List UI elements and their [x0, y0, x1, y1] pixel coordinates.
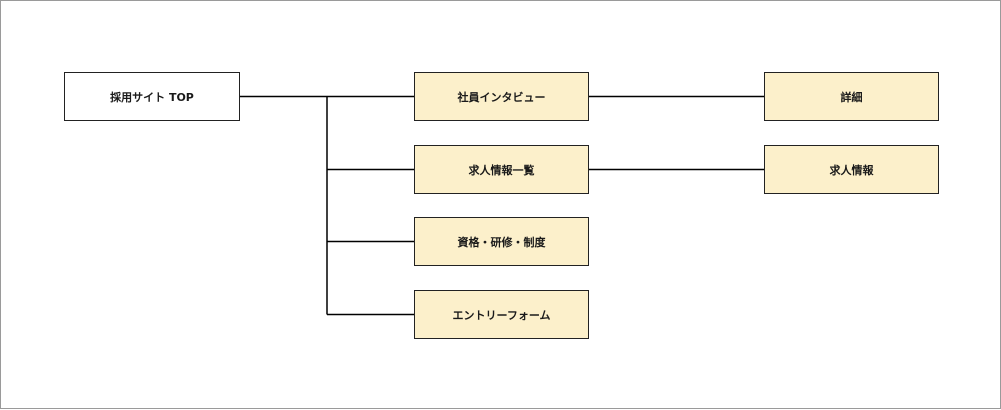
node-label: エントリーフォーム — [452, 308, 551, 322]
node-interview-detail[interactable]: 詳細 — [764, 72, 939, 121]
node-label: 求人情報一覧 — [468, 163, 535, 177]
node-job-list[interactable]: 求人情報一覧 — [414, 145, 589, 194]
node-employee-interview[interactable]: 社員インタビュー — [414, 72, 589, 121]
node-label: 詳細 — [840, 90, 863, 104]
node-recruit-top[interactable]: 採用サイト TOP — [64, 72, 240, 121]
node-job-info[interactable]: 求人情報 — [764, 145, 939, 194]
node-entry-form[interactable]: エントリーフォーム — [414, 290, 589, 339]
node-label: 資格・研修・制度 — [457, 235, 546, 249]
node-label: 社員インタビュー — [457, 90, 546, 104]
node-label: 求人情報 — [829, 163, 874, 177]
node-label: 採用サイト TOP — [110, 90, 194, 104]
node-qualifications-training[interactable]: 資格・研修・制度 — [414, 217, 589, 266]
